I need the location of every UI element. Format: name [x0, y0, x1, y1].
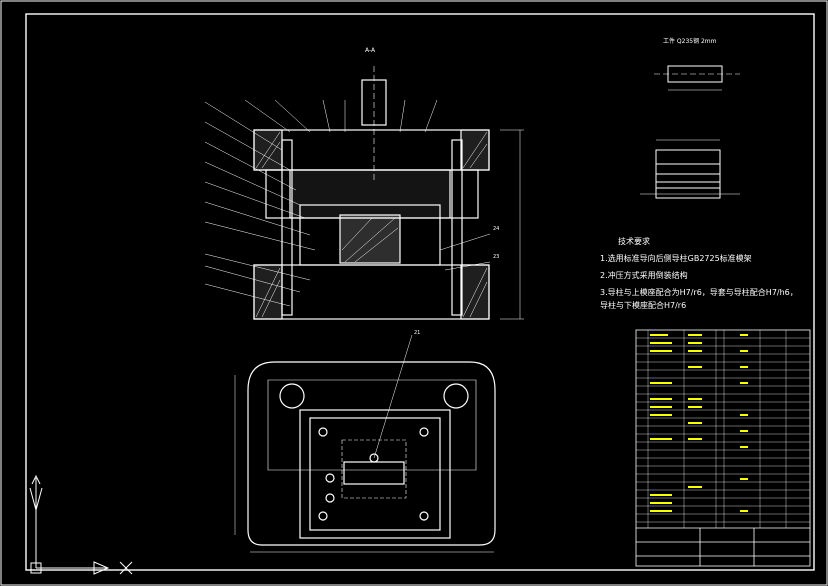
balloon-number: 21 — [414, 330, 421, 336]
tech-requirement-item: 2.冲压方式采用倒装结构 — [600, 271, 688, 280]
drawing-border — [25, 13, 815, 571]
balloon-number: 23 — [493, 254, 500, 260]
tech-requirements-heading: 技术要求 — [618, 237, 650, 246]
tech-requirement-item: 1.选用标准导向后侧导柱GB2725标准模架 — [600, 254, 752, 263]
ucs-icon — [29, 474, 133, 575]
section-label: A-A — [365, 47, 376, 54]
parts-list-table — [635, 329, 811, 567]
plan-view — [234, 334, 496, 553]
balloon-number: 24 — [493, 226, 500, 232]
part-note: 工件 Q235钢 2mm — [663, 38, 717, 45]
tech-requirement-item: 3.导柱与上模座配合为H7/r6，导套与导柱配合H7/h6， — [600, 288, 798, 297]
tech-requirement-item: 导柱与下模座配合H7/r6 — [600, 301, 687, 310]
detail-part-view — [640, 65, 740, 199]
front-section-view — [204, 66, 524, 320]
tech-requirements: 技术要求 1.选用标准导向后侧导柱GB2725标准模架 2.冲压方式采用倒装结构… — [600, 236, 798, 310]
